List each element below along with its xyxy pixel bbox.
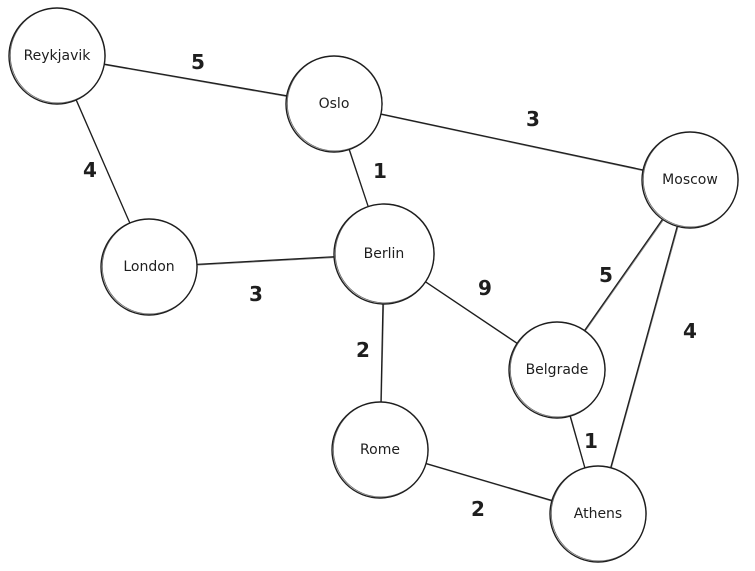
node-label-berlin: Berlin — [364, 246, 405, 262]
edge-sketch-stroke — [584, 219, 664, 332]
edge-sketch-stroke — [349, 150, 370, 208]
edge-weight-reykjavik-london: 4 — [83, 158, 97, 182]
node-athens[interactable]: Athens — [549, 465, 647, 563]
edge-sketch-stroke — [426, 463, 553, 502]
edge-berlin-rome — [380, 303, 384, 403]
node-moscow[interactable]: Moscow — [641, 131, 739, 229]
edge-london-berlin — [196, 256, 335, 265]
node-label-london: London — [123, 259, 174, 275]
edge-sketch-stroke — [570, 416, 586, 469]
weights-layer: 5 4 3 1 3 9 2 5 4 1 2 — [83, 50, 697, 521]
edge-weight-berlin-rome: 2 — [356, 338, 370, 362]
edge-sketch-stroke — [610, 226, 679, 469]
node-oslo[interactable]: Oslo — [285, 55, 383, 153]
node-circle-sketch — [334, 203, 435, 304]
edge-weight-berlin-belgrade: 9 — [478, 276, 492, 300]
edge-weight-belgrade-athens: 1 — [584, 429, 598, 453]
edge-sketch-stroke — [381, 114, 644, 172]
edge-sketch-stroke — [76, 100, 131, 225]
edge-weight-oslo-berlin: 1 — [373, 159, 387, 183]
edge-weight-oslo-moscow: 3 — [526, 107, 540, 131]
edge-moscow-athens — [610, 226, 678, 468]
edge-sketch-stroke — [381, 304, 385, 403]
edge-weight-reykjavik-oslo: 5 — [191, 50, 205, 74]
node-label-reykjavik: Reykjavik — [24, 48, 92, 64]
node-label-rome: Rome — [360, 442, 400, 458]
edge-moscow-belgrade — [583, 218, 664, 332]
edge-oslo-moscow — [380, 113, 644, 171]
node-label-moscow: Moscow — [662, 172, 718, 188]
node-london[interactable]: London — [100, 218, 198, 316]
node-berlin[interactable]: Berlin — [333, 203, 435, 305]
node-circle-sketch — [509, 321, 606, 418]
edge-reykjavik-oslo — [104, 63, 287, 97]
node-reykjavik[interactable]: Reykjavik — [8, 7, 106, 105]
edge-weight-rome-athens: 2 — [471, 497, 485, 521]
edge-weight-london-berlin: 3 — [249, 282, 263, 306]
edge-rome-athens — [425, 462, 553, 502]
node-circle-sketch — [642, 131, 739, 228]
node-circle-sketch — [9, 7, 106, 104]
edge-sketch-stroke — [105, 64, 288, 98]
edges-layer — [75, 63, 679, 502]
edge-sketch-stroke — [197, 257, 335, 266]
node-circle-sketch — [550, 465, 647, 562]
edge-sketch-stroke — [426, 282, 518, 345]
node-circle-sketch — [101, 218, 198, 315]
edge-weight-moscow-athens: 4 — [683, 319, 697, 343]
node-label-oslo: Oslo — [319, 96, 350, 112]
node-circle-sketch — [286, 55, 383, 152]
node-label-belgrade: Belgrade — [526, 362, 589, 378]
node-label-athens: Athens — [574, 506, 622, 522]
edge-weight-moscow-belgrade: 5 — [599, 263, 613, 287]
node-rome[interactable]: Rome — [331, 401, 429, 499]
node-circle-sketch — [332, 401, 429, 498]
node-belgrade[interactable]: Belgrade — [508, 321, 606, 419]
